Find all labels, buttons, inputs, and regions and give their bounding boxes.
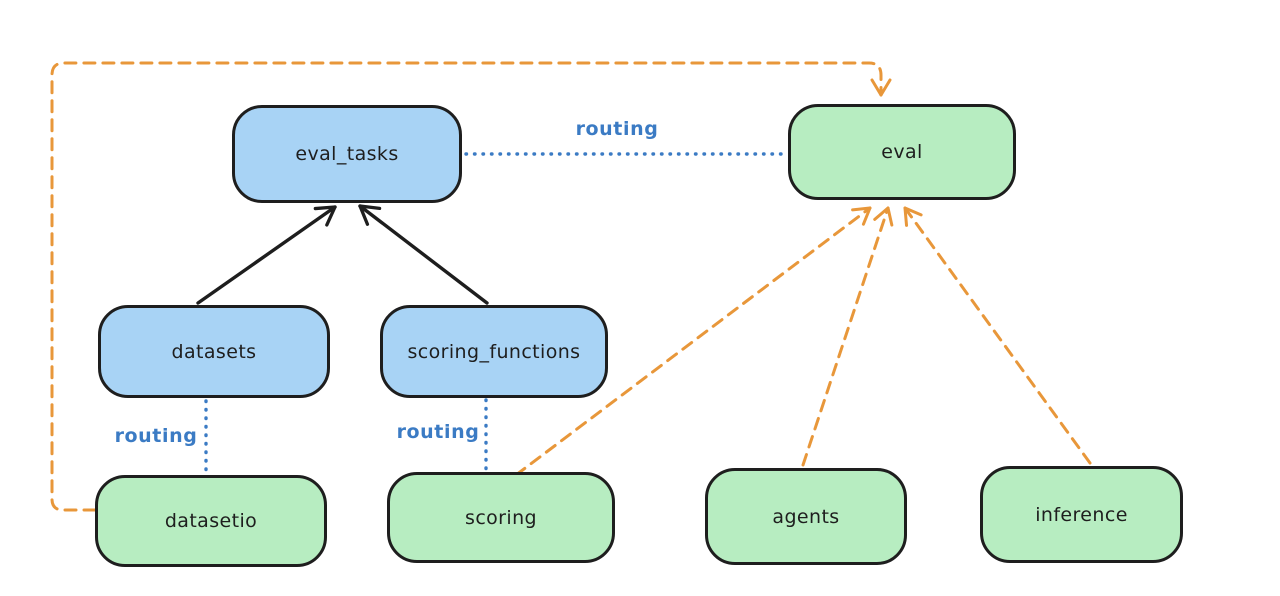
edge-label-routing-scoring-functions-scoring: routing [396, 421, 480, 443]
node-eval-tasks: eval_tasks [232, 105, 462, 203]
node-scoring-label: scoring [465, 506, 537, 529]
edge-datasetio-to-eval [50, 61, 892, 512]
node-agents: agents [705, 468, 907, 565]
node-eval-label: eval [881, 141, 923, 163]
node-datasetio: datasetio [95, 475, 327, 567]
edge-label-routing-eval-tasks-eval: routing [575, 118, 659, 140]
edge-datasets-to-eval-tasks [196, 205, 337, 305]
edge-agents-to-eval [801, 206, 894, 467]
node-datasets: datasets [98, 305, 330, 398]
node-scoring-functions-label: scoring_functions [407, 340, 581, 363]
edge-inference-to-eval [903, 206, 1092, 465]
edge-scoring-to-eval [514, 206, 872, 477]
node-inference-label: inference [1035, 503, 1128, 526]
node-scoring-functions: scoring_functions [380, 305, 608, 398]
edge-label-routing-datasets-datasetio: routing [114, 425, 198, 447]
node-agents-label: agents [772, 505, 840, 528]
edge-scoring-functions-to-eval-tasks [358, 204, 489, 305]
node-eval-tasks-label: eval_tasks [295, 143, 399, 165]
node-datasets-label: datasets [171, 340, 257, 363]
node-scoring: scoring [387, 472, 615, 563]
node-datasetio-label: datasetio [164, 510, 258, 532]
node-inference: inference [980, 466, 1183, 563]
node-eval: eval [788, 104, 1016, 200]
